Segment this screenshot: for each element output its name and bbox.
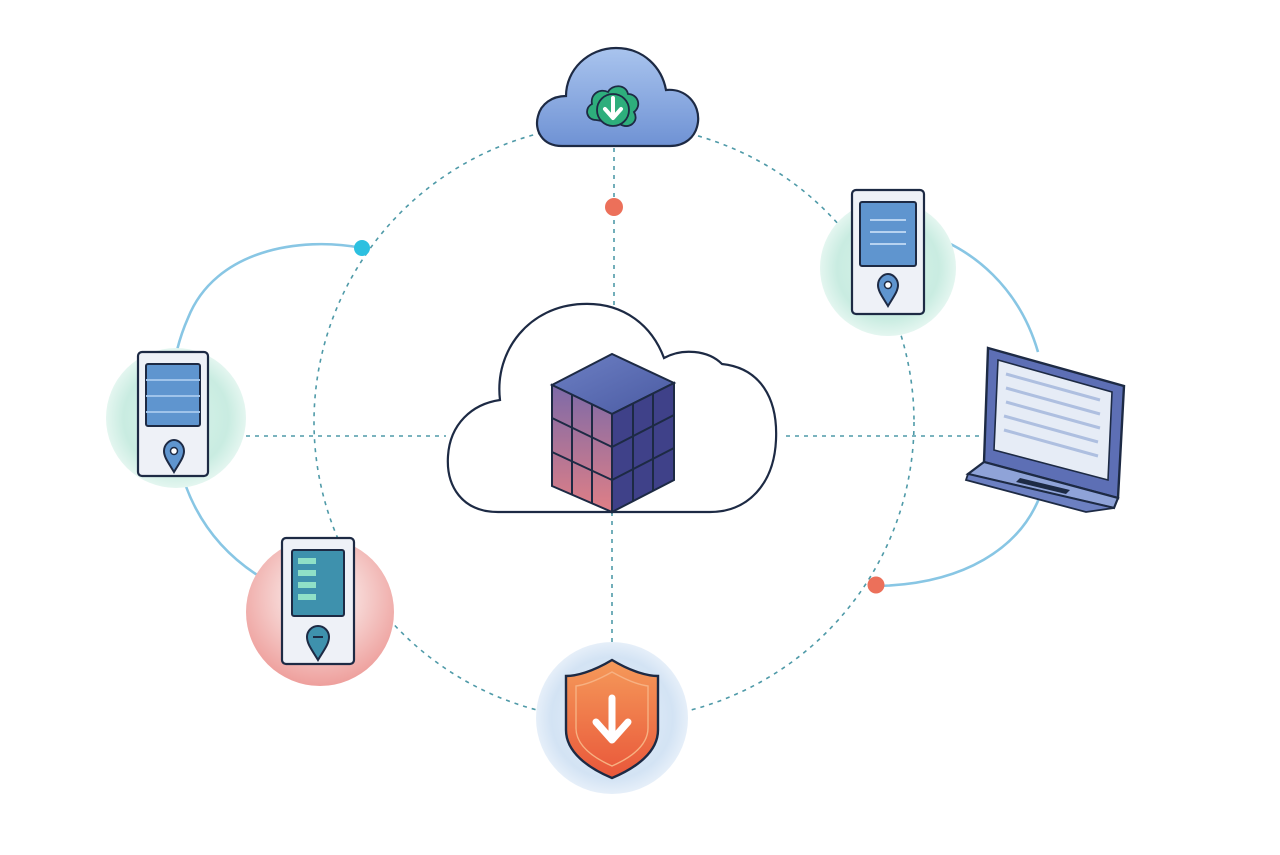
server-tower-icon: [850, 188, 926, 316]
junction-dot-teal: [354, 240, 370, 256]
bottom-left-server-node: [246, 536, 394, 686]
location-pin-icon: [162, 438, 186, 474]
laptop-icon: [964, 346, 1126, 513]
cloud-storage-cube-icon: [549, 352, 677, 514]
junction-dot-coral-top: [605, 198, 623, 216]
top-right-server-node: [820, 188, 956, 336]
junction-dot-coral-right: [867, 576, 885, 594]
server-tower-icon: [136, 350, 210, 478]
location-pin-icon: [876, 272, 900, 308]
server-tower-icon: [280, 536, 356, 666]
laptop-node: [964, 346, 1126, 513]
left-server-node: [106, 348, 246, 488]
shield-node: [536, 642, 688, 794]
central-cloud-node: [446, 302, 778, 514]
shield-download-icon: [564, 658, 660, 780]
cloud-download-icon: [586, 85, 640, 127]
location-pin-icon: [305, 624, 331, 662]
top-cloud-node: [535, 46, 700, 148]
